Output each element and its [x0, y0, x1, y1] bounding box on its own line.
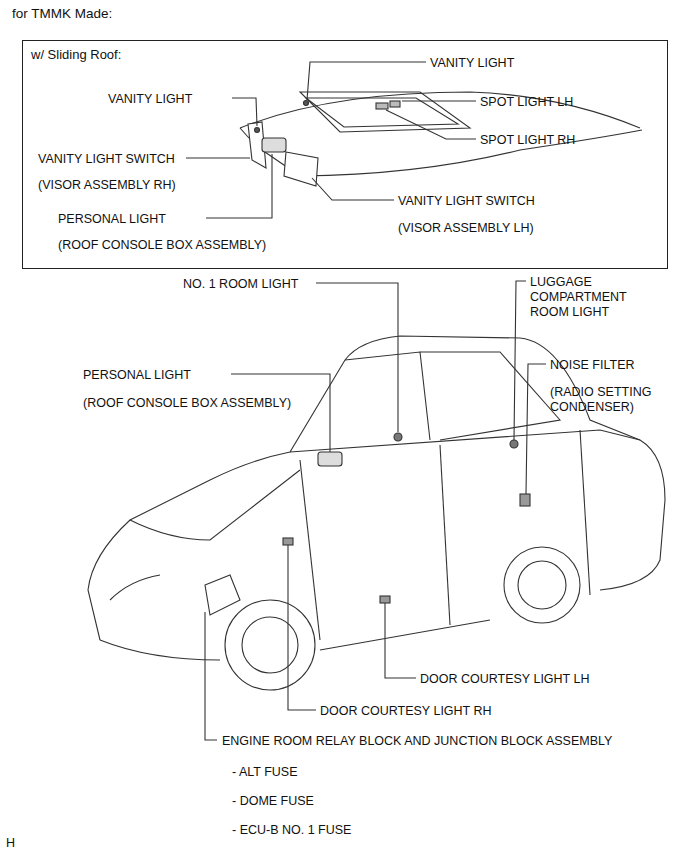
- part-label: PERSONAL LIGHT: [83, 368, 191, 383]
- part-label: - ECU-B NO. 1 FUSE: [232, 823, 351, 838]
- part-label: PERSONAL LIGHT: [58, 212, 166, 227]
- part-label: DOOR COURTESY LIGHT LH: [420, 672, 589, 687]
- inset-heading: w/ Sliding Roof:: [23, 41, 667, 63]
- part-label: (ROOF CONSOLE BOX ASSEMBLY): [58, 238, 266, 253]
- part-label: DOOR COURTESY LIGHT RH: [320, 704, 492, 719]
- part-label: VANITY LIGHT SWITCH: [398, 194, 535, 209]
- part-label: VANITY LIGHT SWITCH: [38, 152, 175, 167]
- part-label: H: [6, 836, 15, 851]
- part-label: (VISOR ASSEMBLY RH): [38, 178, 176, 193]
- part-label: - DOME FUSE: [232, 794, 314, 809]
- part-label: (VISOR ASSEMBLY LH): [398, 221, 534, 236]
- part-label: SPOT LIGHT LH: [480, 95, 573, 110]
- part-label: LUGGAGE COMPARTMENT ROOM LIGHT: [530, 275, 630, 320]
- page-title: for TMMK Made:: [12, 6, 112, 21]
- part-label: (RADIO SETTING CONDENSER): [550, 385, 658, 415]
- part-label: NOISE FILTER: [550, 358, 635, 373]
- part-label: VANITY LIGHT: [108, 92, 192, 107]
- part-label: ENGINE ROOM RELAY BLOCK AND JUNCTION BLO…: [222, 734, 612, 749]
- part-label: SPOT LIGHT RH: [480, 133, 575, 148]
- part-label: - ALT FUSE: [232, 765, 298, 780]
- part-label: VANITY LIGHT: [430, 56, 514, 71]
- part-label: NO. 1 ROOM LIGHT: [183, 277, 298, 292]
- part-label: (ROOF CONSOLE BOX ASSEMBLY): [83, 396, 291, 411]
